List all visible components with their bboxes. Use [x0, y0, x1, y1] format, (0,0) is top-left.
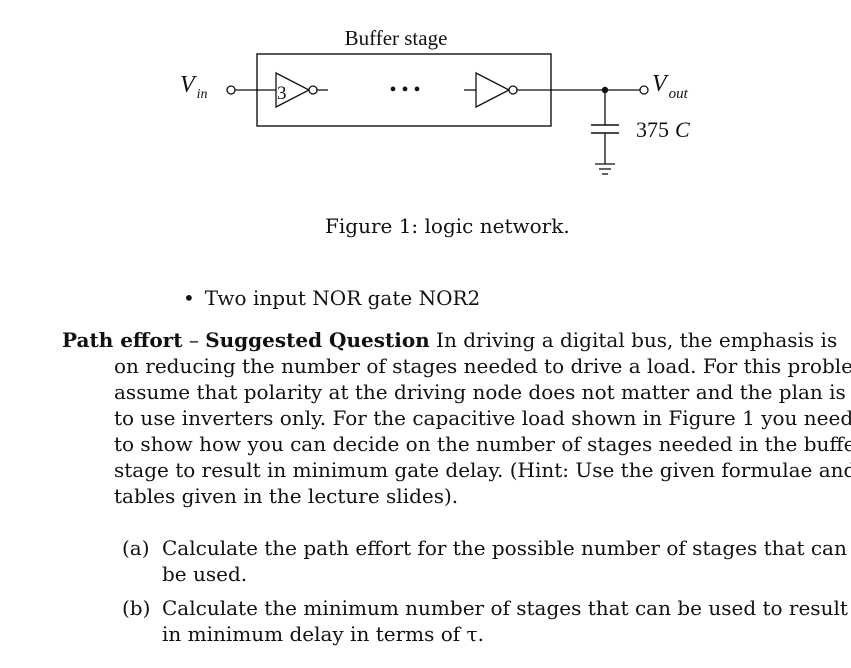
question-text-line: tables given in the lecture slides).: [114, 484, 459, 508]
output-terminal: [639, 85, 649, 95]
question-text-line: assume that polarity at the driving node…: [114, 380, 846, 404]
last-inverter: [475, 71, 518, 109]
sub-question-a: (a)Calculate the path effort for the pos…: [122, 535, 847, 587]
question-text-line: to use inverters only. For the capacitiv…: [114, 406, 851, 430]
first-inverter-size: 3: [277, 83, 287, 104]
ground-symbol: [595, 163, 615, 175]
bullet-text: Two input NOR gate NOR2: [204, 286, 481, 310]
question-text-line: In driving a digital bus, the emphasis i…: [429, 328, 838, 352]
question-title: Path effort: [62, 328, 183, 352]
first-inverter: 3: [275, 71, 318, 109]
bullet-symbol: •: [183, 286, 195, 310]
sub-question-b-label: (b): [122, 596, 151, 620]
question-text-line: stage to result in minimum gate delay. (…: [114, 458, 851, 482]
input-terminal: [226, 85, 236, 95]
bullet-item: • Two input NOR gate NOR2: [183, 286, 480, 310]
sub-question-b: (b)Calculate the minimum number of stage…: [122, 595, 848, 647]
figure-caption: Figure 1: logic network.: [325, 214, 570, 238]
stages-ellipsis: • • •: [389, 79, 420, 101]
question-line-1: Path effort – Suggested Question In driv…: [62, 327, 851, 353]
question-text-line: on reducing the number of stages needed …: [114, 354, 851, 378]
sub-question-a-label: (a): [122, 536, 150, 560]
load-capacitor: [591, 90, 619, 164]
sub-question-b-line-2: in minimum delay in terms of τ.: [162, 622, 484, 646]
question-dash: –: [182, 328, 206, 352]
question-paragraph: Path effort – Suggested Question In driv…: [62, 327, 851, 509]
sub-question-a-line-1: (a)Calculate the path effort for the pos…: [122, 536, 847, 560]
question-text-line: to show how you can decide on the number…: [114, 432, 851, 456]
sub-question-b-line-1: (b)Calculate the minimum number of stage…: [122, 596, 848, 620]
sub-question-a-line-2: be used.: [162, 562, 248, 586]
question-subtitle: Suggested Question: [205, 328, 430, 352]
buffer-stage-label: Buffer stage: [345, 26, 448, 50]
